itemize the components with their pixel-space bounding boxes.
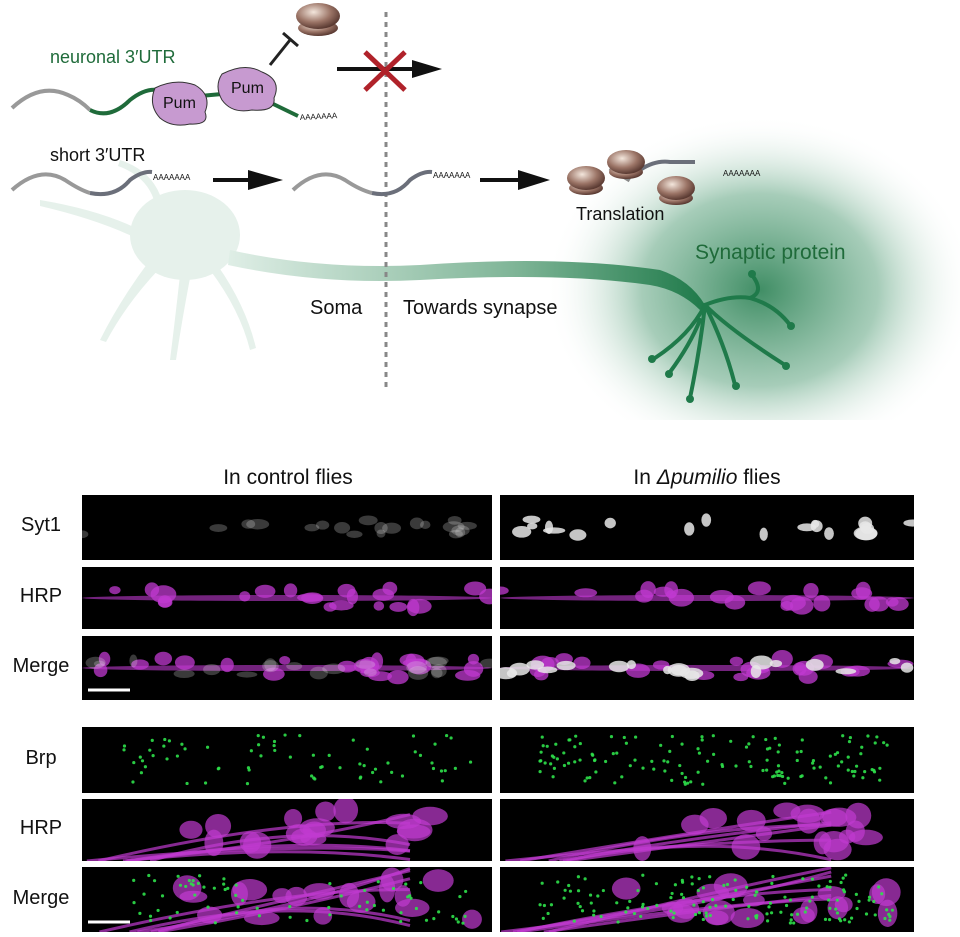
translating-ribosomes-icon xyxy=(567,150,695,205)
soma-label: Soma xyxy=(310,297,363,319)
blocked-arrow-icon xyxy=(337,50,442,92)
pumilio-schematic: Pum Pum AAAAAAA AAAAAAA AAAAAAA AAAAAAA xyxy=(10,3,960,420)
row-label-merge-2: Merge xyxy=(12,887,70,909)
neuronal-utr-label: neuronal 3′UTR xyxy=(50,47,176,67)
micrograph-syt-mutant xyxy=(500,495,914,560)
micrograph-hrp-control xyxy=(82,567,492,629)
mutant-header-suffix: flies xyxy=(737,466,781,489)
control-header: In control flies xyxy=(223,466,353,489)
short-utr-label: short 3′UTR xyxy=(50,145,146,165)
micrograph-brp-mutant xyxy=(500,727,914,793)
mutant-header: In Δpumilio flies xyxy=(497,466,917,490)
micrograph-hrp2-control xyxy=(82,799,492,861)
row-label-hrp-2: HRP xyxy=(19,817,63,839)
neuron-soma xyxy=(40,160,705,360)
mutant-header-genotype: Δpumilio xyxy=(656,466,738,489)
polya-tail-2: AAAAAAA xyxy=(153,173,191,182)
polya-tail-3: AAAAAAA xyxy=(433,171,471,180)
micrograph-brp-control xyxy=(82,727,492,793)
micrograph-merge2-control xyxy=(82,867,492,932)
row-label-syt1: Syt1 xyxy=(20,514,62,536)
micrograph-syt-control xyxy=(82,495,492,560)
synapse-branches xyxy=(653,273,792,400)
row-label-brp: Brp xyxy=(25,747,57,769)
micrograph-merge1-control xyxy=(82,636,492,700)
inhibition-icon xyxy=(268,31,299,66)
micrograph-merge2-mutant xyxy=(500,867,914,932)
pum-protein-2 xyxy=(217,67,277,112)
synaptic-protein-label: Synaptic protein xyxy=(695,241,846,264)
arrow-icon-2 xyxy=(480,170,550,190)
micrograph-hrp2-mutant xyxy=(500,799,914,861)
pum-label-2: Pum xyxy=(231,80,264,97)
row-label-merge-1: Merge xyxy=(12,655,70,677)
micrograph-hrp-mutant xyxy=(500,567,914,629)
arrow-icon-1 xyxy=(213,170,283,190)
micrograph-merge1-mutant xyxy=(500,636,914,700)
mutant-header-prefix: In xyxy=(633,466,657,489)
translation-label: Translation xyxy=(576,204,665,224)
synapse-boutons xyxy=(648,270,795,403)
polya-tail-4: AAAAAAA xyxy=(723,169,761,178)
synaptic-glow xyxy=(545,115,960,420)
pum-label-1: Pum xyxy=(163,95,196,112)
ribosome-icon xyxy=(296,3,340,36)
row-label-hrp-1: HRP xyxy=(19,585,63,607)
pum-protein-1 xyxy=(151,81,208,126)
polya-tail-1: AAAAAAA xyxy=(300,111,338,122)
towards-synapse-label: Towards synapse xyxy=(403,297,558,319)
